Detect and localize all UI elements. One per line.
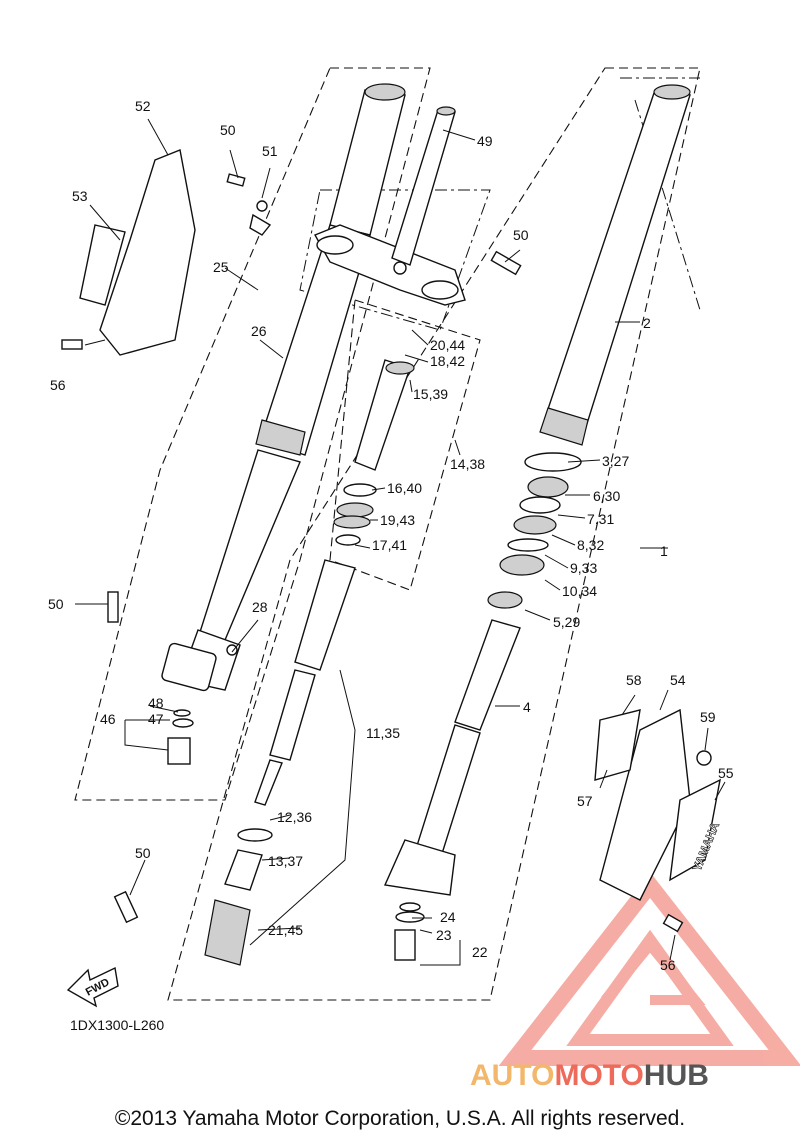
callout-23: 23 [436, 927, 452, 943]
callout-25: 25 [213, 259, 229, 275]
callout-labels: 1 2 3,27 4 5,29 6,30 7,31 8,32 9,33 10,3… [48, 98, 734, 973]
callout-9-33: 9,33 [570, 560, 597, 576]
callout-56-b: 56 [660, 957, 676, 973]
steering-stem [391, 106, 456, 266]
callout-11-35: 11,35 [366, 725, 400, 741]
drawing-code: 1DX1300-L260 [70, 1017, 164, 1033]
bolts [61, 173, 712, 961]
callout-50-d: 50 [135, 845, 151, 861]
callout-52: 52 [135, 98, 151, 114]
callout-20-44: 20,44 [430, 337, 465, 353]
callout-1: 1 [660, 543, 668, 559]
callout-14-38: 14,38 [450, 456, 485, 472]
callout-22: 22 [472, 944, 488, 960]
watermark-logo [498, 871, 800, 1066]
leader-lines [75, 118, 726, 966]
callout-3-27: 3,27 [602, 453, 629, 469]
callout-50-c: 50 [48, 596, 64, 612]
copyright-notice: ©2013 Yamaha Motor Corporation, U.S.A. A… [115, 1107, 685, 1130]
callout-53: 53 [72, 188, 88, 204]
callout-4: 4 [523, 699, 531, 715]
callout-26: 26 [251, 323, 267, 339]
fwd-arrow-icon: FWD [66, 966, 119, 1008]
callout-12-36: 12,36 [277, 809, 312, 825]
callout-16-40: 16,40 [387, 480, 422, 496]
callout-46: 46 [100, 711, 116, 727]
callout-47: 47 [148, 711, 164, 727]
callout-8-32: 8,32 [577, 537, 604, 553]
callout-59: 59 [700, 709, 716, 725]
callout-17-41: 17,41 [372, 537, 407, 553]
callout-50-a: 50 [220, 122, 236, 138]
callout-18-42: 18,42 [430, 353, 465, 369]
callout-49: 49 [477, 133, 493, 149]
callout-48: 48 [148, 695, 164, 711]
inner-tube [383, 591, 523, 896]
upper-bracket [314, 224, 466, 306]
callout-28: 28 [252, 599, 268, 615]
callout-58: 58 [626, 672, 642, 688]
callout-21-45: 21,45 [268, 922, 303, 938]
callout-54: 54 [670, 672, 686, 688]
callout-2: 2 [643, 315, 651, 331]
callout-56-a: 56 [50, 377, 66, 393]
callout-50-b: 50 [513, 227, 529, 243]
seal-stack [499, 452, 582, 576]
damper-cartridge [204, 359, 415, 966]
callout-10-34: 10,34 [562, 583, 597, 599]
callout-13-37: 13,37 [268, 853, 303, 869]
callout-7-31: 7,31 [587, 511, 614, 527]
callout-6-30: 6,30 [593, 488, 620, 504]
watermark-text: AUTOMOTOHUB [470, 1059, 709, 1092]
callout-19-43: 19,43 [380, 512, 415, 528]
right-outer-tube [539, 84, 691, 446]
group-outlines [74, 67, 701, 1001]
callout-5-29: 5,29 [553, 614, 580, 630]
callout-15-39: 15,39 [413, 386, 448, 402]
callout-51: 51 [262, 143, 278, 159]
callout-57: 57 [577, 793, 593, 809]
callout-24: 24 [440, 909, 456, 925]
callout-55: 55 [718, 765, 734, 781]
left-outer-tube [161, 83, 406, 692]
